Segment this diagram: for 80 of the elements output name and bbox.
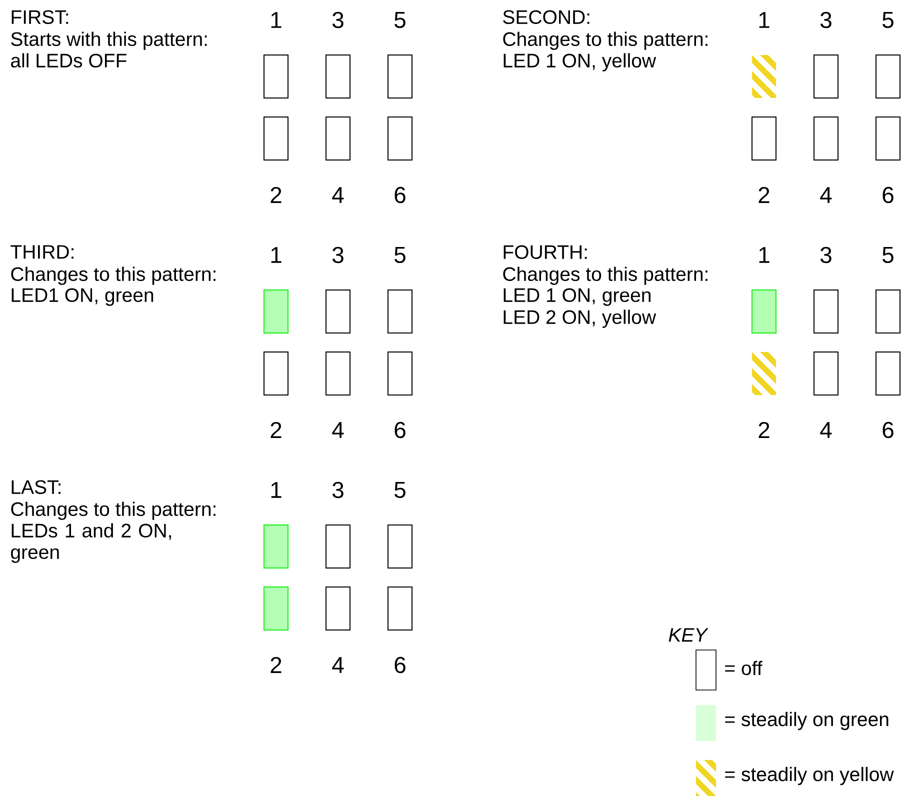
panel-text: Starts with this pattern: (11, 32, 207, 50)
led-indicator (326, 352, 350, 396)
led-indicator (264, 54, 288, 98)
led-number: 2 (270, 422, 282, 438)
led-number: 4 (332, 657, 344, 673)
led-number: 1 (271, 12, 282, 28)
led-number: 2 (758, 422, 770, 438)
led-indicator (752, 352, 776, 395)
panel-text: Changes to this pattern: (503, 266, 708, 285)
led-indicator (326, 586, 350, 630)
led-number: 5 (882, 246, 894, 264)
led-indicator (752, 116, 776, 160)
led-number: 1 (271, 247, 282, 263)
led-number: 3 (332, 12, 344, 28)
led-number: 4 (332, 187, 344, 203)
led-indicator (876, 290, 900, 334)
led-indicator (388, 54, 412, 98)
panel-text: Changes to this pattern: (503, 32, 708, 50)
led-indicator (814, 352, 838, 396)
panel-text: LAST: (12, 480, 60, 494)
led-number: 6 (882, 186, 894, 204)
led-indicator (751, 289, 777, 334)
led-indicator (326, 116, 350, 160)
panel-text: Changes to this pattern: (11, 502, 216, 520)
panel-text: THIRD: (10, 245, 74, 259)
led-number: 2 (270, 656, 282, 674)
led-indicator (326, 54, 350, 98)
led-number: 2 (270, 186, 282, 204)
led-indicator (264, 352, 288, 396)
led-indicator (263, 586, 289, 631)
led-number: 3 (332, 246, 344, 264)
key-text: = off (725, 660, 762, 676)
led-number: 3 (820, 246, 832, 264)
key-text: = steadily on green (725, 712, 888, 730)
led-indicator (263, 524, 289, 569)
led-number: 4 (820, 187, 832, 203)
led-indicator (326, 524, 350, 568)
led-number: 3 (332, 482, 344, 498)
led-indicator (388, 352, 412, 396)
led-number: 3 (820, 12, 832, 28)
led-number: 1 (759, 247, 770, 263)
led-indicator (263, 289, 289, 334)
led-number: 5 (394, 12, 406, 28)
led-number: 6 (394, 422, 406, 438)
led-indicator (264, 116, 288, 160)
led-indicator (814, 116, 838, 160)
led-number: 1 (271, 482, 282, 498)
led-indicator (876, 54, 900, 98)
led-number: 5 (394, 246, 406, 264)
key-text: = steadily on yellow (725, 766, 894, 786)
panel-text: Changes to this pattern: (11, 266, 216, 285)
panel-text: LEDs 1 and 2 ON, green (11, 523, 171, 563)
led-number: 6 (394, 656, 406, 674)
led-indicator (388, 290, 412, 334)
led-number: 6 (394, 186, 406, 204)
led-indicator (388, 586, 412, 630)
panel-text: LED 1 ON, yellow (504, 53, 656, 72)
led-indicator (814, 54, 838, 98)
led-indicator (876, 352, 900, 396)
led-indicator (752, 55, 776, 98)
panel-text: FIRST: (12, 10, 68, 24)
key-heading: KEY (668, 628, 708, 642)
led-number: 5 (882, 12, 894, 28)
led-number: 5 (394, 482, 406, 498)
led-indicator (876, 116, 900, 160)
led-number: 1 (759, 12, 770, 28)
panel-text: SECOND: (503, 10, 590, 24)
led-indicator (388, 116, 412, 160)
led-number: 4 (332, 422, 344, 438)
led-indicator (814, 290, 838, 334)
panel-text: LED 1 ON, green (504, 288, 650, 306)
panel-text: LED1 ON, green (12, 288, 154, 306)
panel-text: LED 2 ON, yellow (504, 310, 656, 328)
led-number: 4 (820, 422, 832, 438)
led-indicator (388, 524, 412, 568)
led-number: 6 (882, 422, 894, 438)
led-indicator (326, 290, 350, 334)
panel-text: all LEDs OFF (11, 53, 126, 68)
led-number: 2 (758, 186, 770, 204)
panel-text: FOURTH: (504, 245, 587, 259)
